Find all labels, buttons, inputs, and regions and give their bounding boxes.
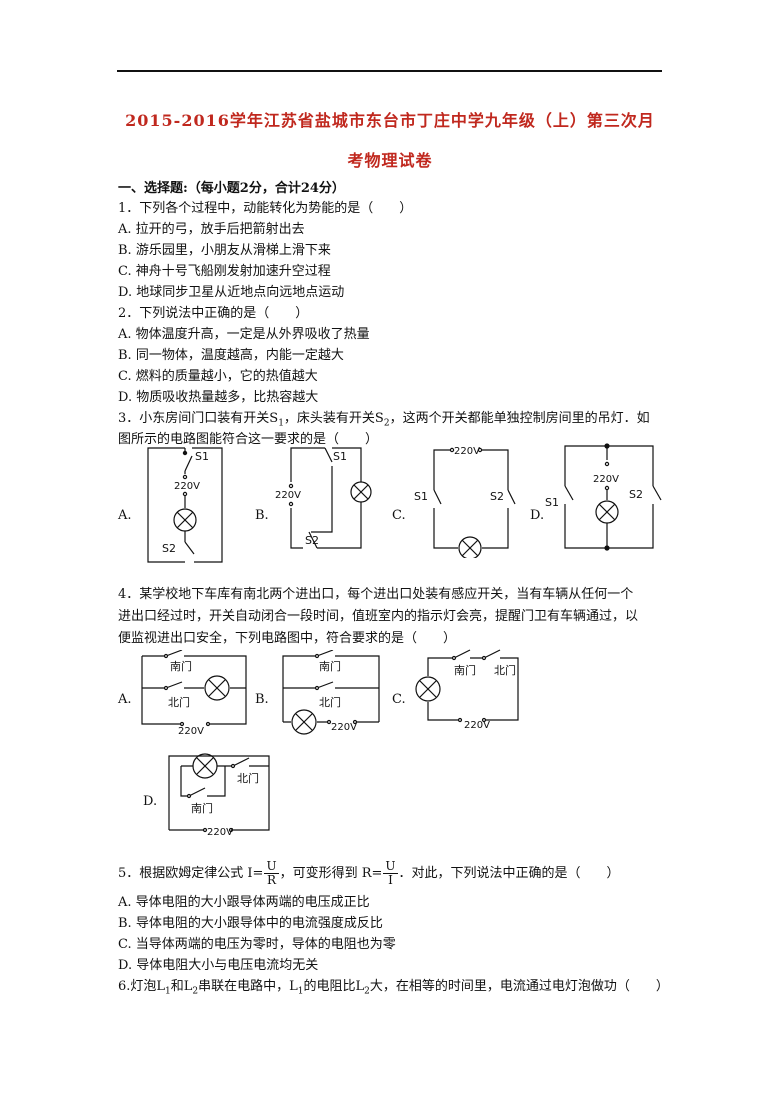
- q3-stem-line2: 图所示的电路图能符合这一要求的是（ ）: [118, 432, 379, 447]
- q1-stem: 1．下列各个过程中，动能转化为势能的是（ ）: [118, 201, 413, 216]
- q3-stem-line1: 3．小东房间门口装有开关S1，床头装有开关S2，这两个开关都能单独控制房间里的吊…: [118, 411, 650, 429]
- q2-option-b: B. 同一物体，温度越高，内能一定越大: [118, 348, 344, 363]
- q3d-s1: S1: [545, 496, 559, 509]
- q3-label-d: D.: [530, 508, 545, 523]
- q3-circuit-c: 220V S1 S2: [414, 446, 516, 558]
- q3c-voltage: 220V: [454, 446, 480, 457]
- q4-circuit-c: 南门 北门 220V: [415, 649, 519, 731]
- q3b-voltage: 220V: [275, 490, 301, 501]
- q4c-north: 北门: [494, 663, 516, 677]
- q4-label-c: C.: [392, 692, 406, 707]
- section-heading: 一、选择题:（每小题2分，合计24分）: [118, 181, 345, 196]
- q4d-voltage: 220V: [207, 827, 233, 838]
- q3b-s2: S2: [305, 534, 319, 547]
- page-title-line1: 2015-2016学年江苏省盐城市东台市丁庄中学九年级（上）第三次月: [125, 111, 655, 130]
- q5-option-b: B. 导体电阻的大小跟导体中的电流强度成反比: [118, 916, 383, 931]
- q4-label-a: A.: [118, 692, 132, 707]
- q2-stem: 2．下列说法中正确的是（ ）: [118, 306, 309, 321]
- q3c-s2: S2: [490, 490, 504, 503]
- q3b-s1: S1: [333, 450, 347, 463]
- q4-circuit-a: 南门 北门 220V: [141, 650, 247, 736]
- q4a-voltage: 220V: [178, 726, 204, 736]
- q3-circuit-d: 220V S1 S2: [545, 443, 662, 551]
- q4-stem-line3: 便监视进出口安全，下列电路图中，符合要求的是（ ）: [118, 631, 457, 646]
- q3a-s2: S2: [162, 542, 176, 555]
- q4d-north: 北门: [237, 771, 259, 785]
- q1-option-b: B. 游乐园里，小朋友从滑梯上滑下来: [118, 243, 331, 258]
- q3d-s2: S2: [629, 488, 643, 501]
- q2-option-a: A. 物体温度升高，一定是从外界吸收了热量: [118, 327, 370, 342]
- q6-stem: 6.灯泡L1和L2串联在电路中，L1的电阻比L2大，在相等的时间里，电流通过电灯…: [118, 979, 669, 997]
- q5-option-a: A. 导体电阻的大小跟导体两端的电压成正比: [118, 895, 370, 910]
- q4c-voltage: 220V: [464, 720, 490, 731]
- q4-label-d: D.: [143, 794, 158, 809]
- q4-circuit-d: 北门 南门 220V: [168, 753, 270, 838]
- q5-option-d: D. 导体电阻大小与电压电流均无关: [118, 958, 319, 973]
- q3a-s1: S1: [195, 450, 209, 463]
- q4-stem-line1: 4．某学校地下车库有南北两个进出口，每个进出口处装有感应开关，当有车辆从任何一个: [118, 587, 634, 602]
- q3a-voltage: 220V: [174, 481, 200, 492]
- q4a-north: 北门: [168, 695, 190, 709]
- q4-stem-line2: 进出口经过时，开关自动闭合一段时间，值班室内的指示灯会亮，提醒门卫有车辆通过，以: [118, 609, 639, 624]
- q4a-south: 南门: [170, 659, 192, 673]
- top-rule: [117, 70, 662, 72]
- q3c-s1: S1: [414, 490, 428, 503]
- q2-option-d: D. 物质吸收热量越多，比热容越大: [118, 390, 319, 405]
- q4-label-b: B.: [255, 692, 269, 707]
- q3-circuit-b: S1 220V S2: [275, 447, 372, 549]
- q3-label-c: C.: [392, 508, 406, 523]
- q1-option-c: C. 神舟十号飞船刚发射加速升空过程: [118, 264, 331, 279]
- q1-option-d: D. 地球同步卫星从近地点向远地点运动: [118, 285, 345, 300]
- q3-label-a: A.: [118, 508, 132, 523]
- q3d-voltage: 220V: [593, 474, 619, 485]
- q4d-south: 南门: [191, 801, 213, 815]
- q5-option-c: C. 当导体两端的电压为零时，导体的电阻也为零: [118, 937, 396, 952]
- q3-label-b: B.: [255, 508, 269, 523]
- q1-option-a: A. 拉开的弓，放手后把箭射出去: [118, 222, 305, 237]
- q4-circuit-b: 南门 北门 220V: [282, 650, 380, 735]
- q4b-south: 南门: [319, 659, 341, 673]
- q4c-south: 南门: [454, 663, 476, 677]
- q3-circuit-a: S1 220V S2: [147, 447, 223, 563]
- page-title-line2: 考物理试卷: [347, 151, 433, 170]
- q4b-north: 北门: [319, 695, 341, 709]
- q2-option-c: C. 燃料的质量越小，它的热值越大: [118, 369, 318, 384]
- q4b-voltage: 220V: [331, 722, 357, 733]
